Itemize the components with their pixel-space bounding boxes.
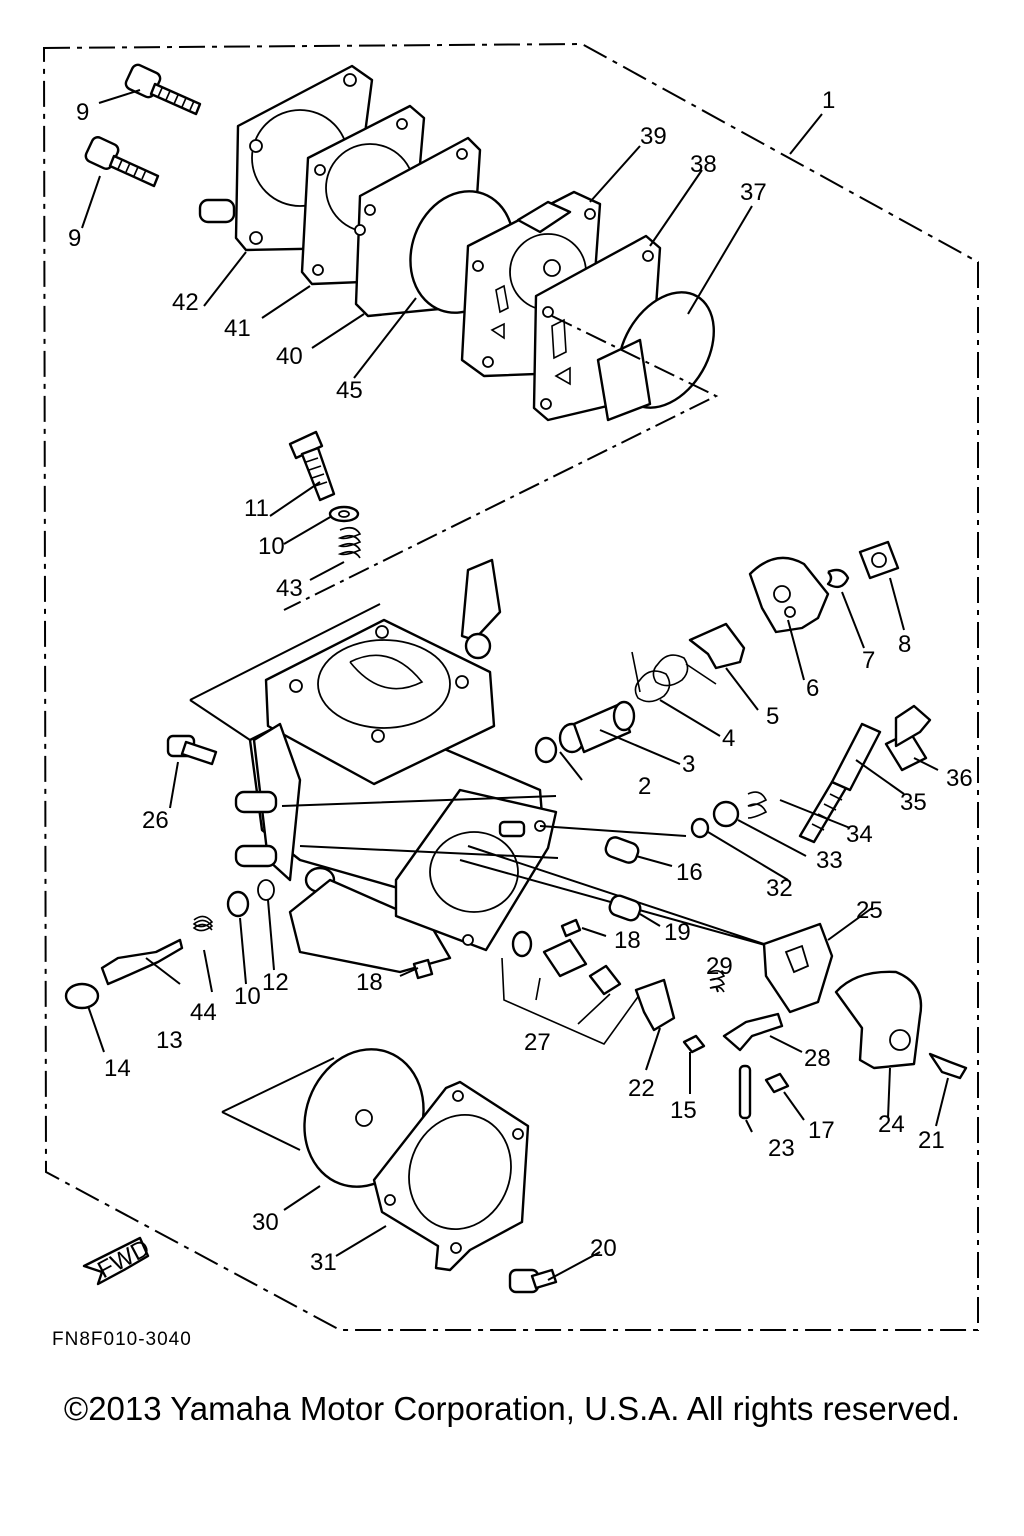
- callout-22: 22: [628, 1075, 655, 1102]
- callout-10a: 10: [258, 533, 285, 560]
- callout-9a: 9: [76, 99, 89, 126]
- callout-43: 43: [276, 575, 303, 602]
- throttle-stop-screw-group: [288, 430, 362, 559]
- callout-36: 36: [946, 765, 973, 792]
- callout-26: 26: [142, 807, 169, 834]
- callout-19: 19: [664, 919, 691, 946]
- callout-28: 28: [804, 1045, 831, 1072]
- drawing-code: FN8F010-3040: [52, 1329, 192, 1350]
- callout-6: 6: [806, 675, 819, 702]
- callout-5: 5: [766, 703, 779, 730]
- callout-12: 12: [262, 969, 289, 996]
- callout-44: 44: [190, 999, 217, 1026]
- callout-16: 16: [676, 859, 703, 886]
- callout-9b: 9: [68, 225, 81, 252]
- callout-2: 2: [638, 773, 651, 800]
- callout-30: 30: [252, 1209, 279, 1236]
- callout-18b: 18: [356, 969, 383, 996]
- fuel-pump-cover-group: [84, 63, 719, 611]
- callout-4: 4: [722, 725, 735, 752]
- callout-34: 34: [846, 821, 873, 848]
- callout-10b: 10: [234, 983, 261, 1010]
- callout-31: 31: [310, 1249, 337, 1276]
- callout-40: 40: [276, 343, 303, 370]
- callout-39: 39: [640, 123, 667, 150]
- callout-17: 17: [808, 1117, 835, 1144]
- fwd-arrow-icon: FWD: [82, 1234, 154, 1286]
- callout-42: 42: [172, 289, 199, 316]
- callout-24: 24: [878, 1111, 905, 1138]
- pilot-screw-group: [690, 704, 932, 844]
- callout-23: 23: [768, 1135, 795, 1162]
- callout-8: 8: [898, 631, 911, 658]
- bottom-diaphragm-group: [221, 1048, 558, 1294]
- screw-9-upper: [124, 63, 202, 116]
- callout-11: 11: [244, 495, 269, 522]
- callout-13: 13: [156, 1027, 183, 1054]
- callout-21: 21: [918, 1127, 945, 1154]
- callout-20: 20: [590, 1235, 617, 1262]
- fwd-label: FWD: [93, 1234, 154, 1283]
- callout-27: 27: [524, 1029, 551, 1056]
- right-cluster-parts: [412, 836, 968, 1120]
- callout-14: 14: [104, 1055, 131, 1082]
- callout-29: 29: [706, 953, 733, 980]
- throttle-shaft-group: [534, 540, 900, 764]
- callout-15: 15: [670, 1097, 697, 1124]
- callout-38: 38: [690, 151, 717, 178]
- left-side-parts: [64, 734, 275, 1010]
- callout-45: 45: [336, 377, 363, 404]
- callout-3: 3: [682, 751, 695, 778]
- screw-9-lower: [84, 136, 160, 188]
- carburetor-body: [189, 558, 791, 974]
- callout-33: 33: [816, 847, 843, 874]
- callout-7: 7: [862, 647, 875, 674]
- callout-1: 1: [822, 87, 835, 114]
- callout-37: 37: [740, 179, 767, 206]
- leader-lines: [81, 89, 949, 1281]
- callout-32: 32: [766, 875, 793, 902]
- callout-35: 35: [900, 789, 927, 816]
- callout-25: 25: [856, 897, 883, 924]
- callout-18a: 18: [614, 927, 641, 954]
- copyright-notice: ©2013 Yamaha Motor Corporation, U.S.A. A…: [63, 1390, 961, 1427]
- callout-numbers: 1 2 3 4 5 6 7 8 9 9 10 10 11 12 13 14 15…: [68, 87, 973, 1276]
- assembly-boundary: [42, 42, 979, 1331]
- callout-41: 41: [224, 315, 251, 342]
